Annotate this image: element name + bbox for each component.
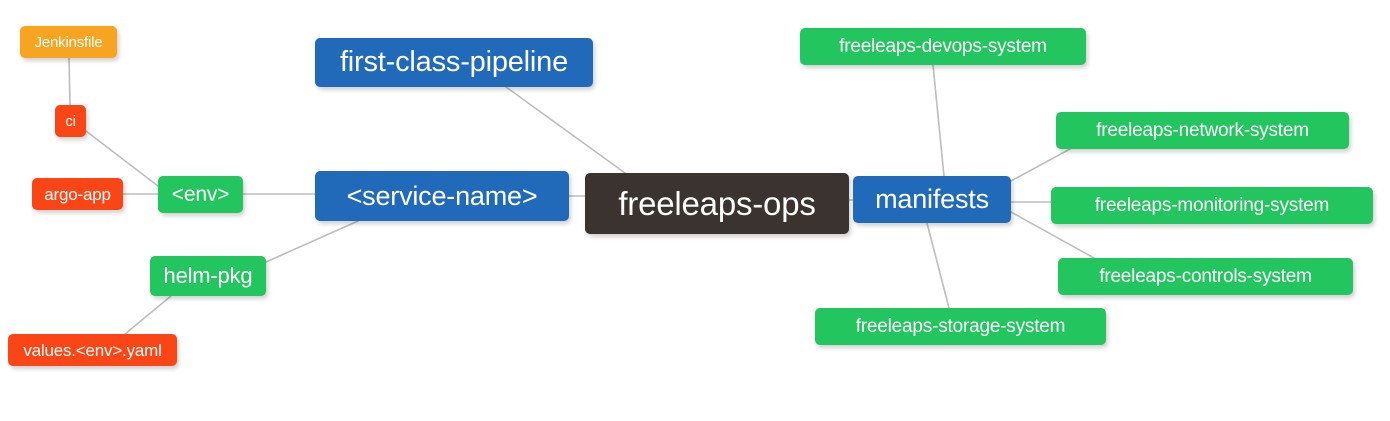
node-label-argo-app: argo-app (44, 184, 111, 204)
edge-freeleaps-network-system-to-manifests (1010, 148, 1071, 182)
edge-jenkinsfile-to-ci (68, 57, 71, 106)
node-label-first-class-pipeline: first-class-pipeline (339, 46, 569, 78)
node-helm-pkg[interactable]: helm-pkg (150, 256, 266, 296)
edge-values-yaml-to-helm-pkg (124, 295, 172, 335)
node-service-name[interactable]: <service-name> (315, 171, 569, 221)
node-freeleaps-devops-system[interactable]: freeleaps-devops-system (800, 28, 1086, 65)
node-ci[interactable]: ci (55, 105, 86, 137)
node-label-manifests: manifests (875, 184, 989, 214)
edge-first-class-pipeline-to-freeleaps-ops (505, 86, 626, 174)
node-label-jenkinsfile: Jenkinsfile (34, 33, 103, 51)
node-label-freeleaps-network-system: freeleaps-network-system (1096, 120, 1309, 141)
node-label-env: <env> (171, 183, 230, 206)
node-label-freeleaps-controls-system: freeleaps-controls-system (1099, 266, 1312, 287)
edge-helm-pkg-to-service-name (265, 220, 359, 263)
node-label-freeleaps-monitoring-system: freeleaps-monitoring-system (1094, 195, 1330, 216)
node-label-values-yaml: values.<env>.yaml (23, 340, 162, 360)
edge-freeleaps-storage-system-to-manifests (926, 222, 950, 309)
node-label-service-name: <service-name> (346, 180, 538, 211)
node-env[interactable]: <env> (158, 176, 243, 213)
node-label-freeleaps-ops: freeleaps-ops (618, 185, 816, 222)
node-freeleaps-controls-system[interactable]: freeleaps-controls-system (1058, 258, 1353, 295)
node-label-ci: ci (65, 112, 76, 130)
node-freeleaps-storage-system[interactable]: freeleaps-storage-system (815, 308, 1106, 345)
node-values-yaml[interactable]: values.<env>.yaml (8, 334, 177, 366)
node-freeleaps-ops[interactable]: freeleaps-ops (585, 173, 849, 234)
node-label-freeleaps-storage-system: freeleaps-storage-system (855, 316, 1066, 337)
edge-freeleaps-devops-system-to-manifests (932, 64, 945, 177)
node-first-class-pipeline[interactable]: first-class-pipeline (315, 38, 593, 87)
node-freeleaps-network-system[interactable]: freeleaps-network-system (1056, 112, 1349, 149)
node-label-freeleaps-devops-system: freeleaps-devops-system (839, 36, 1047, 57)
node-manifests[interactable]: manifests (853, 176, 1011, 223)
node-label-helm-pkg: helm-pkg (163, 263, 253, 288)
node-argo-app[interactable]: argo-app (32, 178, 123, 210)
node-freeleaps-monitoring-system[interactable]: freeleaps-monitoring-system (1051, 187, 1373, 224)
node-jenkinsfile[interactable]: Jenkinsfile (20, 26, 117, 58)
